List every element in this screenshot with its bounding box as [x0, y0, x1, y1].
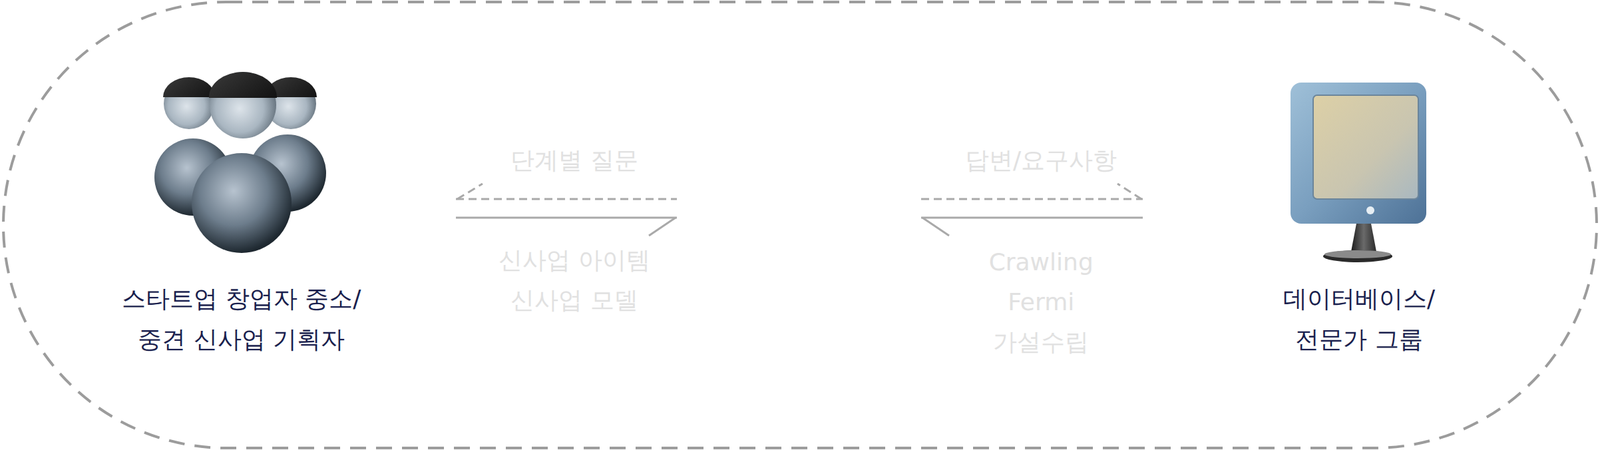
actor-group: 스타트업 창업자 중소/중견 신사업 기획자 [102, 278, 381, 360]
flow-label: 답변/요구사항 [933, 140, 1149, 181]
flow-arrows [455, 183, 1143, 236]
flow-label: 신사업 아이템 신사업 모델 [490, 240, 659, 321]
actor-group: 데이터베이스/ 전문가 그룹 [1275, 278, 1443, 360]
monitor-icon [1290, 82, 1427, 263]
flow-label: Crawling Fermi 가설수립 [988, 242, 1094, 363]
flow-label: 단계별 질문 [466, 140, 683, 181]
actor-label: 데이터베이스/ 전문가 그룹 [1275, 278, 1443, 360]
people-icon [154, 71, 327, 253]
actor-label: 스타트업 창업자 중소/중견 신사업 기획자 [102, 278, 381, 360]
boundary-outline [3, 1, 1597, 448]
